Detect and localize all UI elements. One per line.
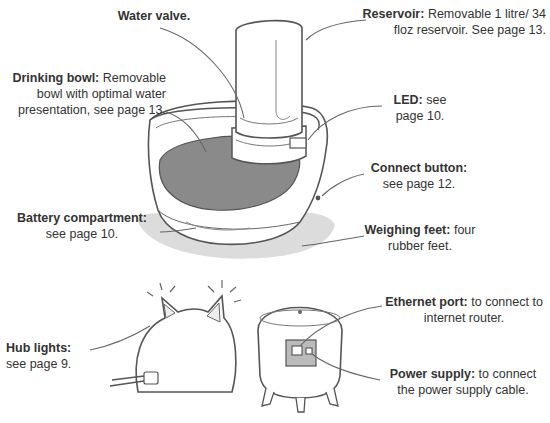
leader-line	[160, 228, 196, 232]
callout-label: Drinking bowl: Removable bowl with optim…	[4, 70, 166, 118]
callout-label: Power supply: to connect the power suppl…	[380, 366, 546, 398]
hub-back	[258, 308, 342, 399]
callout-label: Hub lights: see page 9.	[6, 340, 90, 372]
hub-front	[136, 296, 236, 392]
part-name: Reservoir:	[363, 7, 425, 21]
leader-line	[312, 354, 380, 380]
part-name: Battery compartment:	[17, 211, 147, 225]
leader-line	[306, 20, 366, 40]
part-description: see page 12.	[383, 177, 455, 191]
leader-line	[302, 236, 364, 246]
hub-light-rays	[147, 280, 241, 302]
callout-label: Connect button: see page 12.	[364, 160, 474, 192]
hub-foot	[262, 388, 274, 406]
hub-foot	[296, 398, 305, 412]
part-name: Hub lights:	[6, 341, 71, 355]
callout-label: Ethernet port: to connect to internet ro…	[382, 294, 546, 326]
hub-plug	[144, 372, 158, 384]
leader-line	[166, 112, 206, 152]
hub-foot	[326, 388, 338, 406]
part-name: Drinking bowl:	[12, 71, 99, 85]
reservoir	[236, 21, 302, 138]
callout-label: Water valve.	[104, 8, 204, 24]
port-recess	[286, 340, 316, 366]
bowl-lower-edge	[158, 210, 300, 229]
leader-line	[90, 326, 150, 350]
ethernet-port	[292, 346, 302, 355]
part-name: Power supply:	[390, 367, 475, 381]
battery-compartment	[186, 222, 250, 230]
power-port	[306, 348, 312, 354]
connect-button	[316, 196, 321, 201]
callout-label: Weighing feet: four rubber feet.	[364, 222, 476, 254]
led-housing	[290, 138, 306, 148]
part-name: Water valve.	[118, 9, 191, 23]
reservoir-reflection	[276, 40, 290, 119]
part-name: Connect button:	[371, 161, 468, 175]
callout-label: Reservoir: Removable 1 litre/ 34 floz re…	[360, 6, 546, 38]
callout-label: Battery compartment: see page 10.	[6, 210, 158, 242]
hub-top-edge	[260, 310, 340, 326]
hub-light-ear	[164, 304, 175, 318]
callout-label: LED: see page 10.	[380, 92, 460, 124]
hub-cables	[110, 376, 144, 386]
part-name: Weighing feet:	[365, 223, 451, 237]
part-name: LED:	[394, 93, 423, 107]
leader-line	[322, 174, 364, 196]
hub-top-dot	[298, 310, 302, 314]
leader-line	[160, 28, 244, 118]
hub-light-ear	[207, 303, 220, 322]
part-description: see page 10.	[46, 227, 118, 241]
part-description: see page 9.	[6, 357, 71, 371]
reservoir-water-line	[240, 118, 298, 124]
part-name: Ethernet port:	[385, 295, 468, 309]
leader-line	[300, 306, 382, 346]
leader-line	[308, 106, 382, 140]
